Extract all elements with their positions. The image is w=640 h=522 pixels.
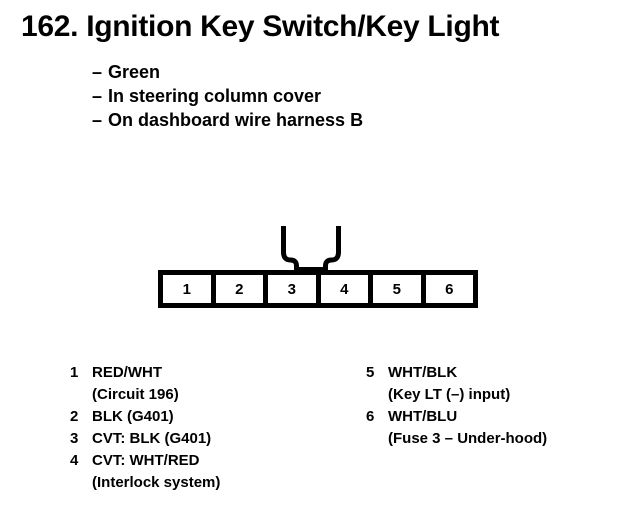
pin-cell-4: 4 bbox=[320, 275, 373, 303]
connector-pin-row: 1 2 3 4 5 6 bbox=[158, 270, 478, 308]
legend-entry-5: 5 WHT/BLK (Key LT (–) input) bbox=[366, 362, 547, 406]
pin-cell-1: 1 bbox=[163, 275, 216, 303]
pin-cell-5: 5 bbox=[373, 275, 426, 303]
legend-pin-number: 2 bbox=[70, 408, 79, 425]
legend-wire-label: CVT: BLK (G401) bbox=[92, 430, 212, 447]
legend-pin-number: 1 bbox=[70, 364, 79, 381]
pin-number: 4 bbox=[340, 280, 349, 298]
legend-main-line: 5 WHT/BLK bbox=[366, 362, 547, 384]
legend-entry-4: 4 CVT: WHT/RED (Interlock system) bbox=[70, 450, 220, 494]
legend-pin-number: 3 bbox=[70, 430, 79, 447]
legend-sub-line: (Fuse 3 – Under-hood) bbox=[388, 430, 548, 447]
dash-icon: – bbox=[92, 62, 103, 82]
legend-wire-label: WHT/BLU bbox=[388, 408, 458, 425]
pin-number: 1 bbox=[182, 280, 191, 298]
dash-icon: – bbox=[92, 86, 103, 106]
legend-column-left: 1 RED/WHT (Circuit 196) 2 BLK (G401) 3 C… bbox=[70, 362, 220, 494]
legend-wire-label: CVT: WHT/RED bbox=[92, 452, 200, 469]
legend-main-line: 4 CVT: WHT/RED bbox=[70, 450, 220, 472]
legend-sub-line: (Circuit 196) bbox=[92, 386, 179, 403]
dash-icon: – bbox=[92, 110, 103, 130]
legend-wire-label: BLK (G401) bbox=[92, 408, 174, 425]
pin-cell-6: 6 bbox=[425, 275, 473, 303]
pin-number: 3 bbox=[287, 280, 296, 298]
title-block: 162. Ignition Key Switch/Key Light bbox=[21, 10, 500, 44]
note-label: In steering column cover bbox=[108, 86, 322, 106]
connector-latch-icon bbox=[281, 226, 341, 272]
legend-wire-label: WHT/BLK bbox=[388, 364, 458, 381]
legend-main-line: 2 BLK (G401) bbox=[70, 406, 220, 428]
pin-number: 5 bbox=[392, 280, 401, 298]
legend-pin-number: 4 bbox=[70, 452, 79, 469]
legend-column-right: 5 WHT/BLK (Key LT (–) input) 6 WHT/BLU (… bbox=[366, 362, 547, 450]
note-item: – Green bbox=[92, 60, 363, 84]
page-title: 162. Ignition Key Switch/Key Light bbox=[21, 10, 500, 43]
legend-entry-1: 1 RED/WHT (Circuit 196) bbox=[70, 362, 220, 406]
pin-cell-2: 2 bbox=[215, 275, 268, 303]
legend-main-line: 3 CVT: BLK (G401) bbox=[70, 428, 220, 450]
note-item: – In steering column cover bbox=[92, 84, 363, 108]
legend-main-line: 1 RED/WHT bbox=[70, 362, 220, 384]
legend-entry-6: 6 WHT/BLU (Fuse 3 – Under-hood) bbox=[366, 406, 547, 450]
connector-diagram: 1 2 3 4 5 6 bbox=[158, 226, 478, 310]
legend-entry-3: 3 CVT: BLK (G401) bbox=[70, 428, 220, 450]
legend-sub-line: (Interlock system) bbox=[92, 474, 221, 491]
legend-main-line: 6 WHT/BLU bbox=[366, 406, 547, 428]
legend-wire-label: RED/WHT bbox=[92, 364, 162, 381]
notes-list: – Green – In steering column cover – On … bbox=[92, 60, 363, 132]
pin-number: 6 bbox=[445, 280, 454, 298]
legend-entry-2: 2 BLK (G401) bbox=[70, 406, 220, 428]
note-label: On dashboard wire harness B bbox=[108, 110, 364, 130]
legend-sub-line: (Key LT (–) input) bbox=[388, 386, 511, 403]
note-label: Green bbox=[108, 62, 161, 82]
pin-cell-3: 3 bbox=[268, 275, 321, 303]
legend-pin-number: 6 bbox=[366, 408, 375, 425]
pin-number: 2 bbox=[235, 280, 244, 298]
note-item: – On dashboard wire harness B bbox=[92, 108, 363, 132]
legend-pin-number: 5 bbox=[366, 364, 375, 381]
